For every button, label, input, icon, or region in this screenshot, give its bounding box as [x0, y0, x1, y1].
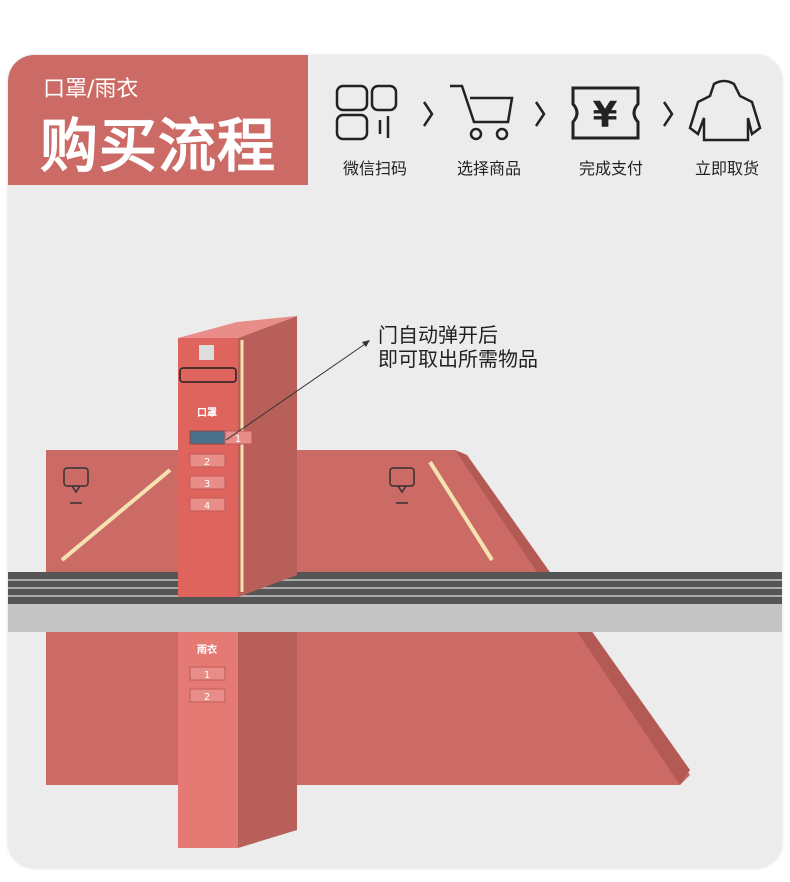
slot — [189, 688, 226, 703]
yen-ticket-icon: ¥ — [571, 86, 640, 140]
slot — [189, 475, 226, 490]
slot-label: 1 — [204, 670, 210, 681]
header-title: 购买流程 — [40, 112, 277, 180]
scene: ¥ 口罩 — [8, 79, 782, 848]
slot — [189, 497, 226, 512]
slot-open — [189, 430, 226, 445]
arrow-head-icon — [362, 340, 370, 347]
chevron-right-icon — [534, 101, 546, 127]
light-strip — [60, 468, 172, 562]
slot-label: 3 — [204, 479, 210, 490]
callout-line-2: 即可取出所需物品 — [378, 347, 538, 371]
cabinet-label: 口罩 — [197, 407, 217, 419]
qr-code-icon — [199, 345, 214, 360]
cart-icon — [450, 84, 514, 141]
step-label: 立即取货 — [694, 159, 759, 178]
callout-text: 门自动弹开后 即可取出所需物品 — [378, 323, 538, 371]
chevron-right-icon — [662, 101, 674, 127]
light-strip — [428, 460, 494, 562]
callout-line — [225, 341, 369, 441]
lower-cabinet: 雨衣 1 2 — [178, 632, 297, 848]
step-label: 微信扫码 — [342, 159, 407, 178]
slot — [189, 453, 226, 468]
callout-line-1: 门自动弹开后 — [378, 323, 498, 347]
jacket-icon — [688, 79, 762, 142]
socket-icon — [389, 467, 415, 504]
conveyor — [8, 572, 782, 632]
qr-scan-icon — [335, 84, 398, 141]
cabinet-label: 雨衣 — [197, 643, 217, 656]
header-subtitle: 口罩/雨衣 — [43, 77, 139, 102]
slot-label: 1 — [235, 434, 241, 445]
payment-icons — [179, 367, 237, 383]
purchase-flow-card: 口罩/雨衣 购买流程 ¥ — [8, 55, 782, 868]
step-label: 完成支付 — [578, 159, 643, 178]
slot-label: 2 — [204, 692, 210, 703]
slot-label: 4 — [204, 501, 210, 512]
upper-cabinet: 口罩 1 2 3 4 — [178, 316, 297, 597]
slot-label: 2 — [204, 457, 210, 468]
socket-icon — [63, 467, 89, 504]
step-label: 选择商品 — [456, 159, 521, 178]
slot — [189, 666, 226, 681]
svg-text:¥: ¥ — [592, 95, 617, 136]
header-banner: 口罩/雨衣 购买流程 — [8, 55, 308, 185]
chevron-right-icon — [422, 101, 434, 127]
